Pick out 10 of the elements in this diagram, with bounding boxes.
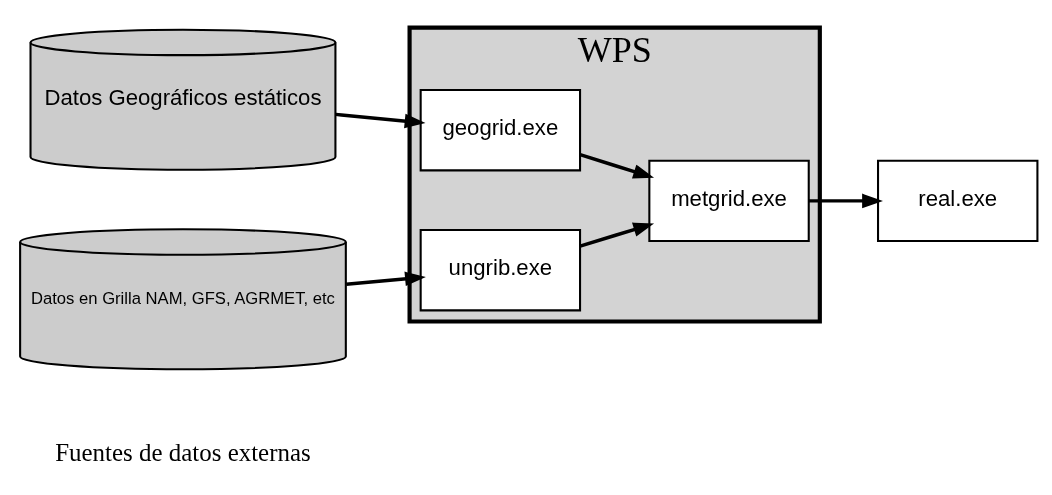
arrow (335, 112, 426, 128)
label: Fuentes de datos externas (55, 438, 311, 466)
arrow (579, 222, 655, 248)
node-box: ungrib.exe (419, 228, 582, 311)
arrow (346, 271, 426, 286)
arrow (808, 193, 883, 208)
node-box: geogrid.exe (419, 88, 582, 171)
arrow (579, 152, 655, 179)
node-box: metgrid.exe (648, 159, 810, 242)
node-box: real.exe (877, 159, 1039, 242)
